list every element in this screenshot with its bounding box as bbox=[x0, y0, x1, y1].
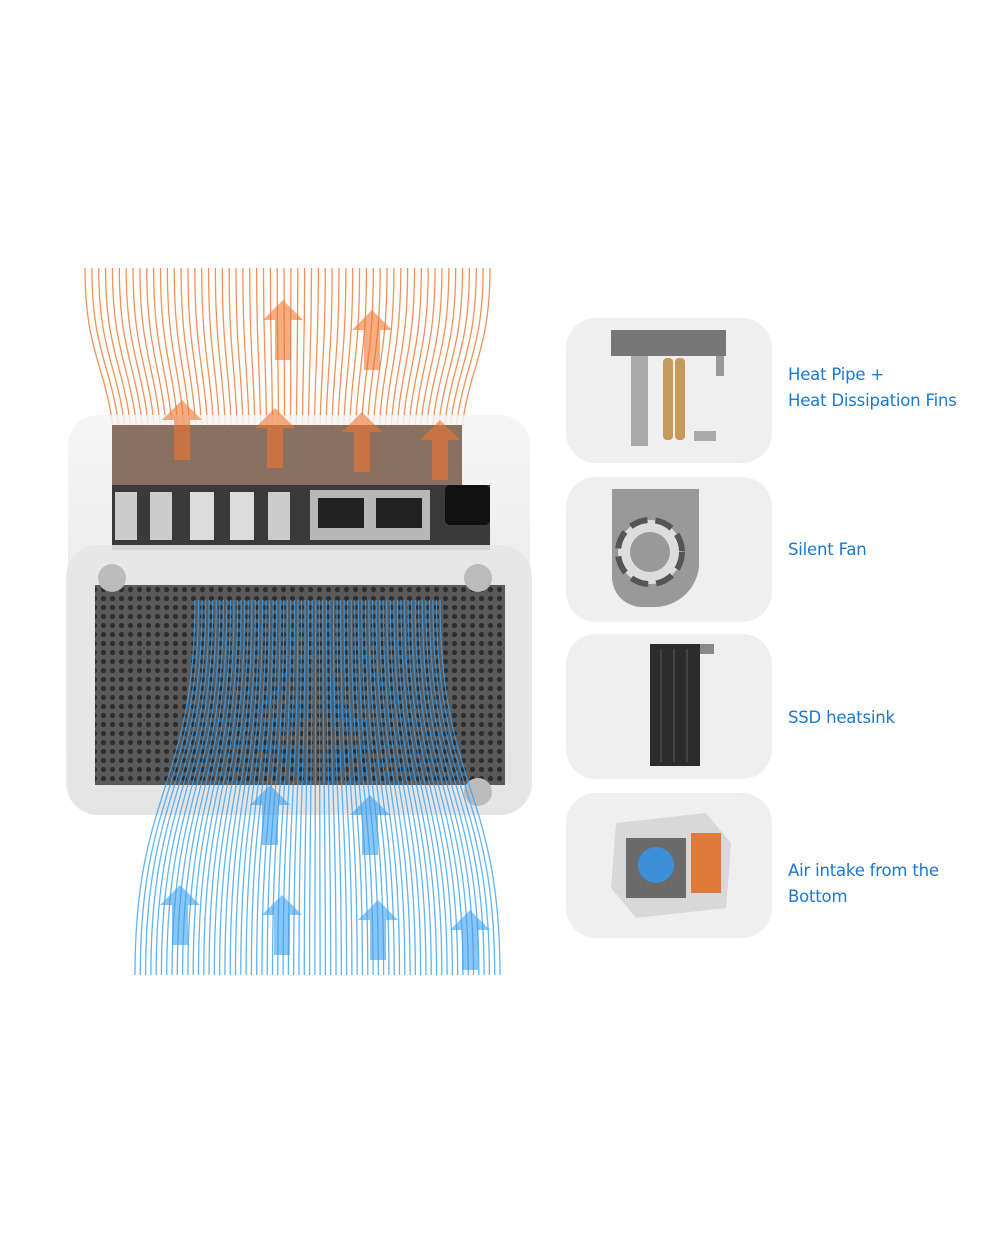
airflow-line bbox=[428, 599, 485, 976]
airflow-line bbox=[250, 599, 274, 976]
arrow-up-icon bbox=[263, 300, 303, 360]
feature-card-air-intake bbox=[566, 793, 772, 938]
arrow-up-icon bbox=[450, 910, 490, 970]
arrow-up-icon bbox=[420, 420, 460, 480]
airflow-line bbox=[375, 599, 406, 976]
arrow-up-icon bbox=[262, 895, 302, 955]
airflow-line bbox=[314, 599, 317, 976]
airflow-line bbox=[432, 599, 491, 976]
airflow-line bbox=[386, 599, 422, 976]
airflow-line bbox=[213, 599, 249, 976]
airflow-line bbox=[425, 599, 480, 976]
airflow-line bbox=[298, 599, 306, 976]
feature-label-silent-fan: Silent Fan bbox=[788, 537, 867, 563]
airflow-line bbox=[240, 599, 267, 976]
airflow-line bbox=[208, 599, 246, 976]
airflow-line bbox=[192, 599, 235, 976]
airflow-line bbox=[410, 599, 459, 976]
airflow-line bbox=[303, 599, 310, 976]
airflow-line bbox=[318, 599, 321, 976]
airflow-line bbox=[347, 599, 364, 976]
airflow-line bbox=[325, 599, 332, 976]
airflow-line bbox=[134, 599, 196, 976]
airflow-line bbox=[332, 599, 342, 976]
feature-title: Air intake from the bbox=[788, 861, 939, 880]
airflow-line bbox=[407, 599, 454, 976]
airflow-line bbox=[418, 599, 469, 976]
blower-fan-icon bbox=[612, 489, 699, 608]
airflow-line bbox=[245, 599, 271, 976]
airflow-line bbox=[382, 599, 417, 976]
feature-subtitle: Heat Dissipation Fins bbox=[788, 391, 957, 410]
arrow-up-icon bbox=[342, 412, 382, 472]
airflow-line bbox=[403, 599, 448, 976]
airflow-line bbox=[160, 599, 214, 976]
feature-subtitle: Bottom bbox=[788, 887, 848, 906]
mini-pc-device bbox=[66, 415, 532, 815]
airflow-line bbox=[368, 599, 395, 976]
airflow-line bbox=[329, 599, 337, 976]
airflow-line bbox=[339, 599, 353, 976]
airflow-line bbox=[336, 599, 348, 976]
airflow-line bbox=[197, 599, 239, 976]
airflow-line bbox=[343, 599, 358, 976]
feature-title: Silent Fan bbox=[788, 540, 867, 559]
ssd-heatsink-icon bbox=[650, 644, 714, 766]
cool-air-flow-lines bbox=[134, 599, 501, 976]
airflow-arrows bbox=[160, 300, 490, 970]
feature-title: Heat Pipe + bbox=[788, 365, 885, 384]
airflow-line bbox=[218, 599, 253, 976]
airflow-line bbox=[414, 599, 464, 976]
feature-label-air-intake: Air intake from the Bottom bbox=[788, 858, 939, 910]
arrow-up-icon bbox=[250, 785, 290, 845]
airflow-line bbox=[378, 599, 411, 976]
airflow-line bbox=[224, 599, 257, 976]
mini-pc-bottom-icon bbox=[611, 813, 731, 918]
feature-title: SSD heatsink bbox=[788, 708, 895, 727]
feature-card-silent-fan bbox=[566, 477, 772, 622]
feature-label-ssd-heatsink: SSD heatsink bbox=[788, 705, 895, 731]
airflow-line bbox=[396, 599, 438, 976]
airflow-line bbox=[256, 599, 278, 976]
airflow-line bbox=[150, 599, 207, 976]
airflow-line bbox=[371, 599, 401, 976]
airflow-line bbox=[203, 599, 242, 976]
arrow-up-icon bbox=[352, 310, 392, 370]
airflow-line bbox=[439, 599, 501, 976]
arrow-up-icon bbox=[358, 900, 398, 960]
heat-pipe-fins-icon bbox=[611, 330, 726, 446]
airflow-line bbox=[234, 599, 264, 976]
airflow-line bbox=[144, 599, 203, 976]
airflow-line bbox=[393, 599, 432, 976]
airflow-line bbox=[389, 599, 427, 976]
airflow-line bbox=[350, 599, 369, 976]
airflow-line bbox=[421, 599, 475, 976]
feature-card-heat-pipe bbox=[566, 318, 772, 463]
arrow-up-icon bbox=[162, 400, 202, 460]
airflow-line bbox=[400, 599, 443, 976]
airflow-line bbox=[139, 599, 200, 976]
airflow-line bbox=[187, 599, 232, 976]
airflow-line bbox=[308, 599, 313, 976]
arrow-up-icon bbox=[160, 885, 200, 945]
feature-card-ssd-heatsink bbox=[566, 634, 772, 779]
airflow-line bbox=[229, 599, 260, 976]
io-ports bbox=[115, 485, 490, 540]
airflow-line bbox=[364, 599, 390, 976]
airflow-line bbox=[155, 599, 210, 976]
arrow-up-icon bbox=[350, 795, 390, 855]
airflow-line bbox=[435, 599, 496, 976]
feature-label-heat-pipe: Heat Pipe + Heat Dissipation Fins bbox=[788, 362, 957, 414]
airflow-line bbox=[166, 599, 217, 976]
airflow-line bbox=[322, 599, 327, 976]
arrow-up-icon bbox=[255, 408, 295, 468]
